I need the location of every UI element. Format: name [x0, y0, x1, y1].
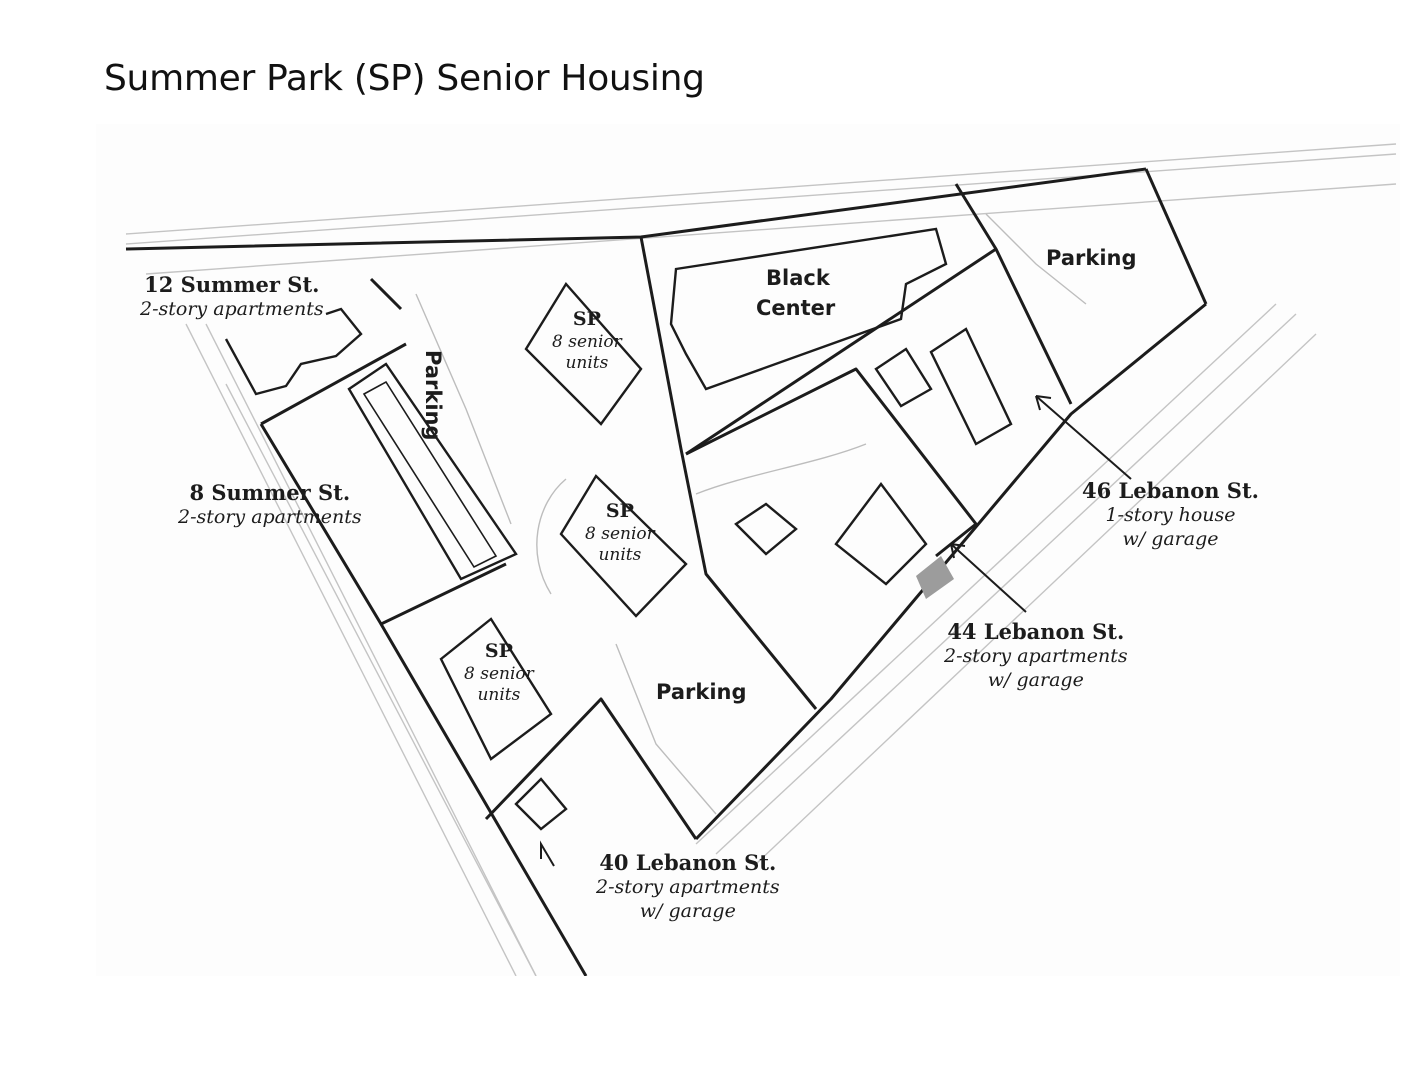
property-desc: 2-story apartments [140, 298, 324, 321]
sp-units-2b: units [598, 545, 642, 565]
sp-units-2a: 8 senior [585, 523, 655, 544]
sp-building-2 [559, 474, 688, 618]
property-desc-2: w/ garage [987, 669, 1084, 691]
sp-label-3: SP 8 senior units [464, 640, 534, 706]
sp-code-3: SP [484, 640, 513, 662]
property-name: 8 Summer St. [189, 480, 351, 505]
sp-code-1: SP [572, 308, 601, 330]
property-label-44-lebanon: 44 Lebanon St. 2-story apartments w/ gar… [944, 619, 1128, 693]
property-label-8-summer: 8 Summer St. 2-story apartments [178, 480, 362, 530]
parking-outlines [415, 213, 1087, 815]
property-desc-2: w/ garage [1122, 528, 1219, 550]
property-name: 12 Summer St. [144, 272, 320, 297]
property-label-46-lebanon: 46 Lebanon St. 1-story house w/ garage [1082, 478, 1259, 552]
sp-label-2: SP 8 senior units [585, 500, 655, 566]
40-lebanon-building [514, 777, 568, 831]
sp-code-2: SP [605, 500, 634, 522]
top-road-lines [125, 143, 1397, 275]
parcel-boundaries [125, 167, 1208, 976]
46-lebanon-house [874, 347, 933, 408]
sp-building-1 [524, 281, 643, 426]
black-center-label-line2: Center [756, 296, 836, 320]
black-center-footprint [669, 227, 948, 391]
44-lebanon-building [834, 482, 928, 586]
arrow-46-lebanon [1035, 395, 1132, 480]
parking-label-bottom: Parking [656, 680, 747, 704]
property-name: 46 Lebanon St. [1082, 478, 1259, 503]
property-name: 40 Lebanon St. [599, 850, 777, 875]
property-name: 44 Lebanon St. [947, 619, 1125, 644]
sp-label-1: SP 8 senior units [552, 308, 622, 374]
site-plan-map [96, 124, 1400, 976]
property-desc: 2-story apartments [596, 876, 780, 899]
property-desc-2: w/ garage [639, 900, 736, 922]
parking-label-top-right: Parking [1046, 246, 1137, 270]
parking-label-top-left: Parking [421, 350, 445, 441]
sp-units-1b: units [565, 353, 609, 373]
sp-units-3b: units [477, 685, 521, 705]
property-desc: 2-story apartments [178, 506, 362, 529]
arrow-44-lebanon [950, 543, 1027, 613]
sp-units-3a: 8 senior [464, 663, 534, 684]
property-label-12-summer: 12 Summer St. 2-story apartments [140, 272, 324, 322]
slide-title: Summer Park (SP) Senior Housing [104, 58, 705, 99]
black-center-label-line1: Black [766, 266, 830, 290]
pointer-arrows [950, 395, 1132, 613]
property-label-40-lebanon: 40 Lebanon St. 2-story apartments w/ gar… [596, 850, 780, 924]
8-summer-building [347, 362, 518, 581]
12-summer-building [224, 307, 363, 396]
property-desc: 2-story apartments [944, 645, 1128, 668]
right-road-lines [695, 303, 1317, 865]
sp-units-1a: 8 senior [552, 331, 622, 352]
sp-building-3 [439, 617, 553, 761]
left-road-lines [185, 323, 537, 976]
property-desc: 1-story house [1105, 504, 1236, 527]
